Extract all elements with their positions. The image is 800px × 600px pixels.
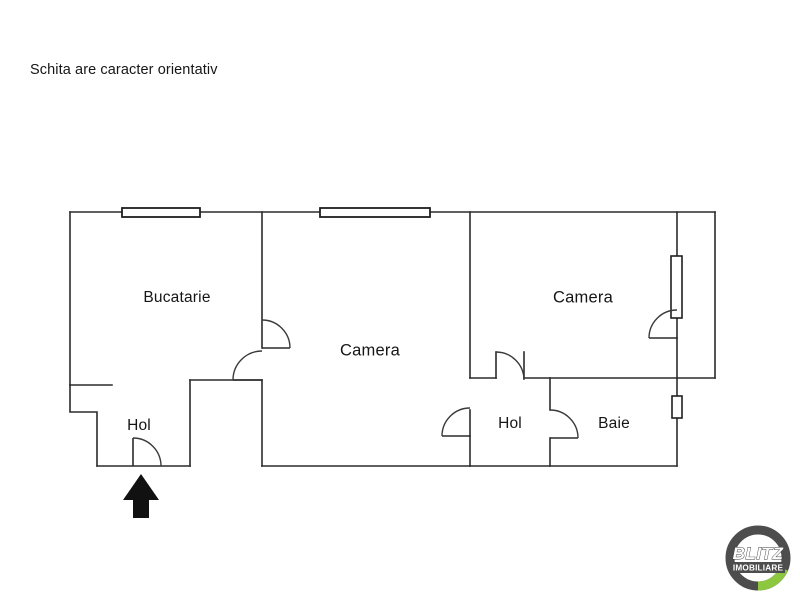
door-bucatarie-camera-arc (261, 319, 291, 349)
door-hol-camera-right-arc (495, 351, 525, 381)
blitz-imobiliare-logo[interactable]: BLITZ IMOBILIARE (722, 522, 794, 594)
door-entrance (132, 437, 162, 467)
room-label-baie: Baie (598, 415, 630, 432)
logo-tagline-band (731, 562, 785, 573)
door-hol-baie (549, 409, 579, 439)
door-bucatarie-hol-arc (232, 350, 263, 381)
walls-group (69, 211, 716, 467)
room-label-bucatarie: Bucatarie (143, 289, 211, 306)
window-baie-east (671, 395, 683, 419)
window-camera-middle-top (319, 207, 431, 218)
logo-svg: BLITZ IMOBILIARE (725, 525, 791, 591)
room-label-camera-right: Camera (553, 288, 613, 307)
logo-text-group: BLITZ IMOBILIARE (731, 544, 785, 573)
room-label-hol-left: Hol (127, 417, 151, 434)
door-hol-baie-arc (549, 409, 579, 439)
window-camera-right-east (670, 255, 683, 319)
door-camera-right-balcony (648, 309, 678, 339)
room-label-hol-right: Hol (498, 415, 522, 432)
door-camera-middle-hol-arc (441, 407, 471, 437)
orientation-disclaimer: Schita are caracter orientativ (30, 62, 218, 78)
door-camera-right-balcony-arc (648, 309, 678, 339)
logo-brand-text: BLITZ (733, 544, 784, 563)
door-bucatarie-hol (232, 350, 263, 381)
room-label-camera-middle: Camera (340, 341, 400, 360)
entrance-arrow-shape (123, 474, 159, 518)
windows-group (121, 207, 683, 419)
door-entrance-arc (132, 437, 162, 467)
window-bucatarie-top (121, 207, 201, 218)
wall-hol-left-step (69, 384, 98, 467)
door-hol-camera-right (495, 351, 525, 381)
doors-group (132, 309, 678, 467)
entrance-arrow (123, 474, 159, 518)
door-bucatarie-camera (261, 319, 291, 349)
logo-tagline-text: IMOBILIARE (733, 564, 784, 573)
door-camera-middle-hol (441, 407, 471, 437)
